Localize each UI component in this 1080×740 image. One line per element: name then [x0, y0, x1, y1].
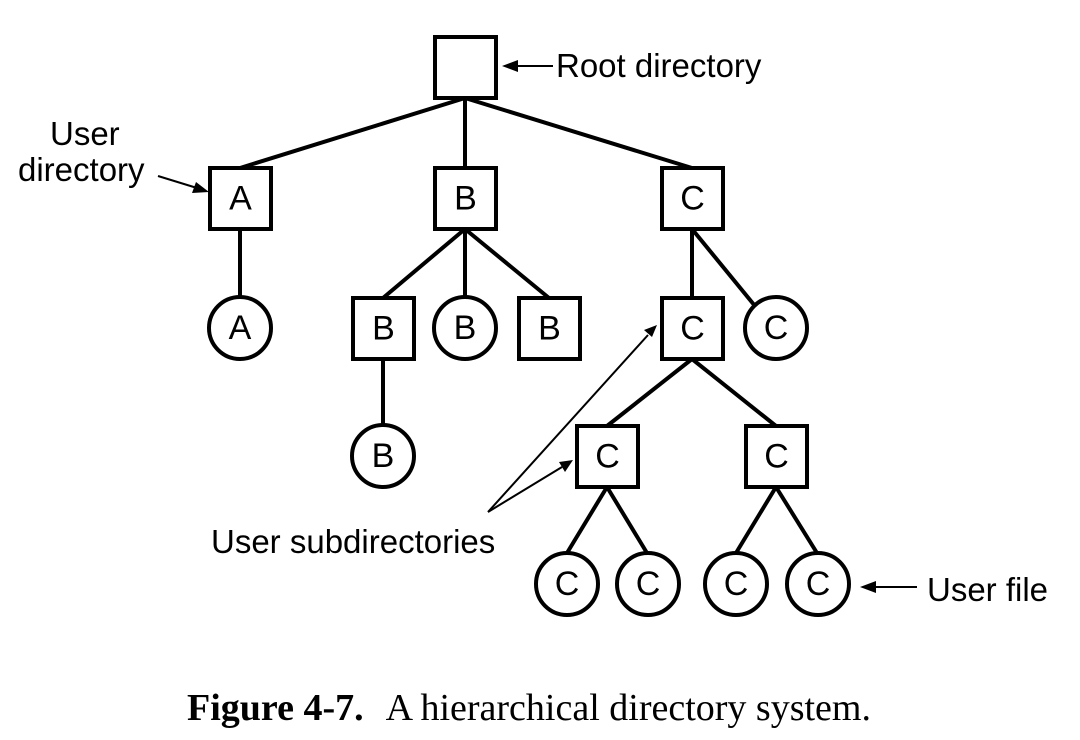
- file-c2-label: C: [555, 565, 580, 603]
- file-c2-node: [534, 551, 600, 617]
- subdirectories-pointer-line-1: [487, 334, 649, 513]
- file-a-node: [207, 295, 273, 361]
- tree-edges: [238, 96, 819, 555]
- edge-subdirc2-filec5: [774, 485, 819, 555]
- edge-root-a: [239, 96, 466, 170]
- figure-caption: Figure 4-7. A hierarchical directory sys…: [187, 687, 871, 729]
- subdirectory-c1-node: [575, 424, 640, 489]
- subdirectories-pointer-line-2: [487, 466, 563, 513]
- edge-subdirc-subdirc1: [605, 357, 694, 428]
- user-directory-pointer-line: [157, 175, 198, 189]
- file-c4-label: C: [724, 565, 749, 603]
- root-directory-label: Root directory: [556, 47, 762, 84]
- edge-c-filec1: [690, 227, 757, 308]
- edge-b-dirb2: [463, 227, 551, 300]
- user-directory-label-line2: directory: [18, 151, 145, 188]
- directory-c-node: [660, 166, 725, 231]
- user-directory-label-line1: User: [50, 115, 120, 152]
- file-b2-node: [350, 423, 416, 489]
- file-b2-label: B: [372, 437, 395, 475]
- edge-subdirc-subdirc2: [690, 357, 778, 428]
- root-arrowhead: [502, 60, 518, 72]
- caption-figure-number: Figure 4-7.: [187, 687, 364, 729]
- root-directory-node: [433, 35, 498, 100]
- file-b1-node: [432, 295, 498, 361]
- subdirectory-c-label: C: [680, 310, 705, 348]
- directory-b-label: B: [454, 180, 477, 218]
- file-c3-label: C: [636, 565, 661, 603]
- subdirectory-c-node: [660, 296, 725, 361]
- subdirectory-b-label: B: [372, 310, 395, 348]
- directory-b-node: [433, 166, 498, 231]
- edge-subdirc1-filec2: [565, 485, 609, 555]
- user-file-arrowhead: [860, 581, 876, 593]
- subdirectories-arrowhead-2: [559, 460, 573, 472]
- file-a-label: A: [229, 309, 252, 347]
- directory-a-label: A: [229, 180, 252, 218]
- subdirectory-c2-node: [744, 424, 809, 489]
- edge-root-c: [464, 96, 693, 170]
- caption-line: Figure 4-7. A hierarchical directory sys…: [187, 687, 871, 729]
- callout-labels: Root directory User directory User subdi…: [18, 47, 1048, 608]
- tree-nodes: A B C A B B B B C C C C C C C C: [207, 35, 851, 617]
- file-c5-node: [785, 551, 851, 617]
- callout-pointers: [157, 60, 917, 593]
- subdirectories-arrowhead-1: [644, 325, 657, 337]
- file-c5-label: C: [806, 565, 831, 603]
- user-file-label: User file: [927, 571, 1048, 608]
- subdirectory-c2-label: C: [764, 438, 789, 476]
- user-directory-arrowhead: [192, 182, 209, 193]
- file-c4-node: [703, 551, 769, 617]
- subdirectory-b-node: [351, 296, 416, 361]
- edge-subdirc2-filec4: [734, 485, 778, 555]
- directory-b2-node: [517, 296, 582, 361]
- directory-a-node: [208, 166, 273, 231]
- edge-subdirc1-filec3: [605, 485, 649, 555]
- file-c1-label: C: [764, 309, 789, 347]
- file-c3-node: [615, 551, 681, 617]
- directory-b2-label: B: [538, 310, 561, 348]
- subdirectory-c1-label: C: [595, 438, 620, 476]
- file-c1-node: [743, 295, 809, 361]
- user-subdirectories-label: User subdirectories: [211, 523, 495, 560]
- file-b1-label: B: [454, 309, 477, 347]
- caption-text: A hierarchical directory system.: [386, 687, 871, 729]
- directory-c-label: C: [680, 180, 705, 218]
- edge-b-subdirb: [381, 227, 467, 300]
